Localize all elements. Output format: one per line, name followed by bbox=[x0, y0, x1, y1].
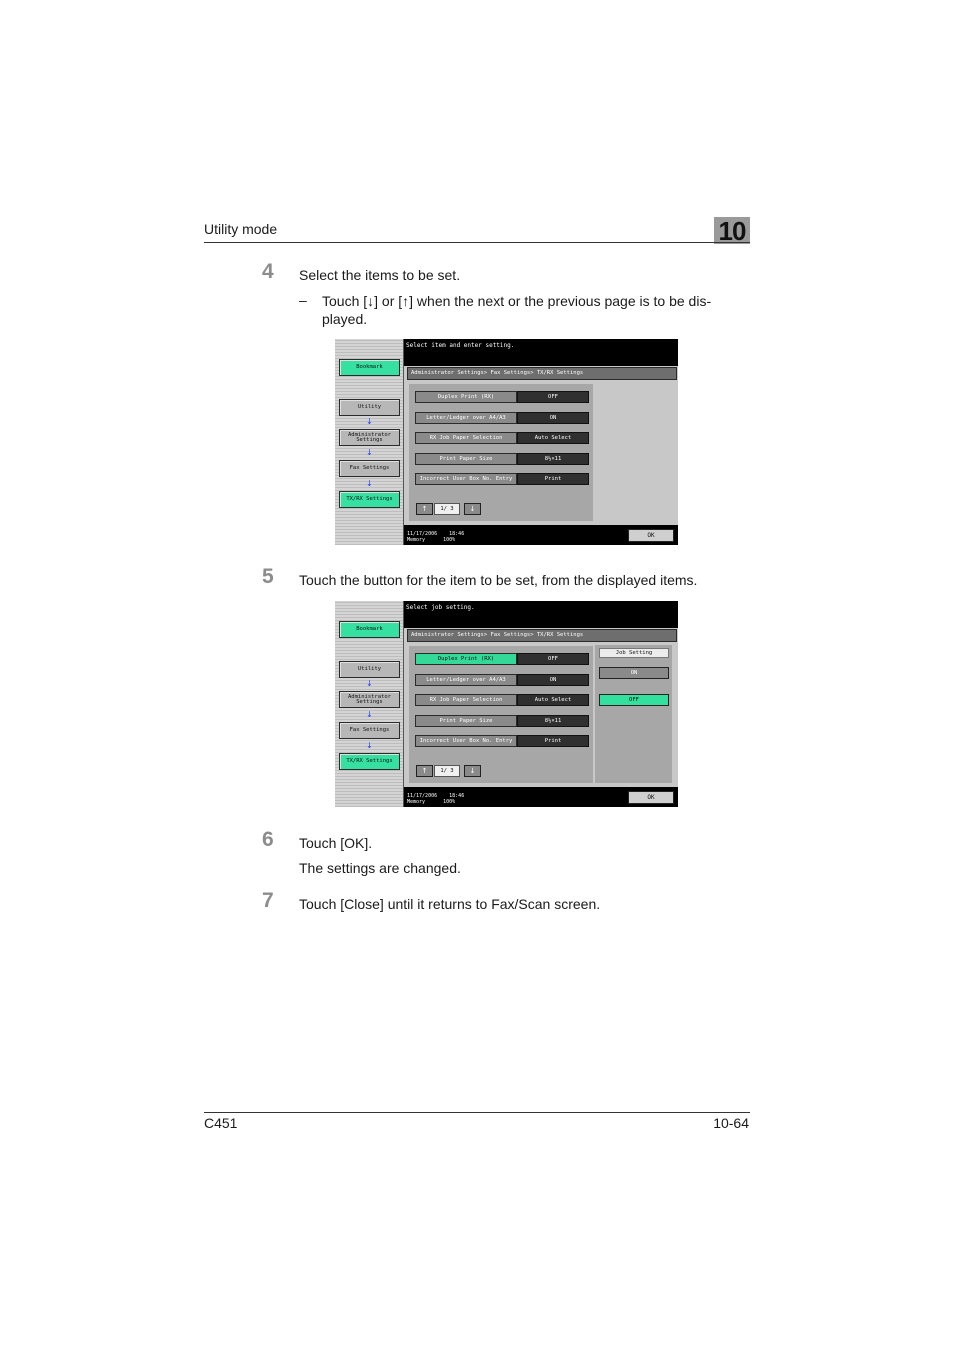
footer-model: C451 bbox=[204, 1115, 238, 1131]
bookmark-button[interactable]: Bookmark bbox=[339, 359, 400, 376]
down-arrow-icon: ↓ bbox=[366, 710, 373, 719]
rx-job-paper-value: Auto Select bbox=[517, 432, 589, 444]
rx-job-paper-value: Auto Select bbox=[517, 694, 589, 706]
incorrect-user-box-value: Print bbox=[517, 735, 589, 747]
tx-rx-settings-button[interactable]: TX/RX Settings bbox=[339, 491, 400, 508]
settings-list bbox=[409, 646, 593, 783]
job-setting-panel bbox=[595, 645, 672, 783]
incorrect-user-box-button[interactable]: Incorrect User Box No. Entry bbox=[415, 473, 517, 485]
print-paper-size-value: 8½×11 bbox=[517, 453, 589, 465]
fax-settings-button[interactable]: Fax Settings bbox=[339, 460, 400, 477]
status-date: 11/17/2006 bbox=[407, 793, 438, 799]
message-bar: Select item and enter setting. bbox=[404, 339, 678, 366]
job-setting-title: Job Setting bbox=[599, 648, 669, 658]
page-up-button[interactable]: ↑ bbox=[416, 503, 433, 515]
status-time: 18:46 bbox=[449, 531, 465, 537]
down-arrow-icon: ↓ bbox=[366, 679, 373, 688]
print-paper-size-button[interactable]: Print Paper Size bbox=[415, 453, 517, 465]
print-paper-size-value: 8½×11 bbox=[517, 715, 589, 727]
administrator-settings-button[interactable]: Administrator Settings bbox=[339, 429, 400, 446]
step-6-result: The settings are changed. bbox=[299, 860, 461, 876]
tx-rx-settings-button[interactable]: TX/RX Settings bbox=[339, 753, 400, 770]
job-setting-off-button[interactable]: OFF bbox=[599, 694, 669, 706]
down-arrow-icon: ↓ bbox=[366, 417, 373, 426]
step-4-dash: – bbox=[299, 292, 307, 308]
duplex-print-rx-button[interactable]: Duplex Print (RX) bbox=[415, 391, 517, 403]
chapter-number: 10 bbox=[714, 217, 750, 246]
status-memory-value: 100% bbox=[443, 799, 456, 805]
settings-list bbox=[409, 384, 593, 521]
header-rule bbox=[204, 242, 750, 243]
ok-button[interactable]: OK bbox=[628, 791, 674, 804]
rx-job-paper-button[interactable]: RX Job Paper Selection bbox=[415, 432, 517, 444]
page-down-button[interactable]: ↓ bbox=[464, 503, 481, 515]
letter-ledger-value: ON bbox=[517, 674, 589, 686]
running-header: Utility mode bbox=[204, 221, 278, 237]
status-time: 18:46 bbox=[449, 793, 465, 799]
ok-button[interactable]: OK bbox=[628, 529, 674, 542]
step-7-text: Touch [Close] until it returns to Fax/Sc… bbox=[299, 896, 601, 912]
status-bar: 11/17/2006 18:46 Memory 100% bbox=[404, 787, 624, 807]
step-4-number: 4 bbox=[262, 260, 274, 283]
page-indicator: 1/ 3 bbox=[434, 765, 460, 777]
bookmark-button[interactable]: Bookmark bbox=[339, 621, 400, 638]
duplex-print-rx-button[interactable]: Duplex Print (RX) bbox=[415, 653, 517, 665]
letter-ledger-button[interactable]: Letter/Ledger over A4/A3 bbox=[415, 412, 517, 424]
status-memory-label: Memory bbox=[407, 799, 426, 805]
letter-ledger-value: ON bbox=[517, 412, 589, 424]
page-indicator: 1/ 3 bbox=[434, 503, 460, 515]
down-arrow-icon: ↓ bbox=[366, 479, 373, 488]
duplex-print-rx-value: OFF bbox=[517, 391, 589, 403]
breadcrumb: Administrator Settings> Fax Settings> TX… bbox=[407, 629, 677, 642]
incorrect-user-box-button[interactable]: Incorrect User Box No. Entry bbox=[415, 735, 517, 747]
administrator-settings-button[interactable]: Administrator Settings bbox=[339, 691, 400, 708]
status-memory-value: 100% bbox=[443, 537, 456, 543]
utility-button[interactable]: Utility bbox=[339, 399, 400, 416]
print-paper-size-button[interactable]: Print Paper Size bbox=[415, 715, 517, 727]
job-setting-on-button[interactable]: ON bbox=[599, 667, 669, 679]
down-arrow-icon: ↓ bbox=[366, 448, 373, 457]
step-6-number: 6 bbox=[262, 828, 274, 851]
step-7-number: 7 bbox=[262, 889, 274, 912]
step-6-text: Touch [OK]. bbox=[299, 835, 373, 851]
step-4-subtext: Touch [↓] or [↑] when the next or the pr… bbox=[322, 293, 712, 327]
utility-button[interactable]: Utility bbox=[339, 661, 400, 678]
screenshot-job-setting: Bookmark Utility ↓ Administrator Setting… bbox=[335, 601, 678, 807]
step-5-number: 5 bbox=[262, 565, 274, 588]
message-bar: Select job setting. bbox=[404, 601, 678, 628]
footer-page-number: 10-64 bbox=[713, 1115, 749, 1131]
rx-job-paper-button[interactable]: RX Job Paper Selection bbox=[415, 694, 517, 706]
step-5-text: Touch the button for the item to be set,… bbox=[299, 572, 698, 588]
down-arrow-icon: ↓ bbox=[366, 741, 373, 750]
duplex-print-rx-value: OFF bbox=[517, 653, 589, 665]
status-memory-label: Memory bbox=[407, 537, 426, 543]
status-date: 11/17/2006 bbox=[407, 531, 438, 537]
incorrect-user-box-value: Print bbox=[517, 473, 589, 485]
page-down-button[interactable]: ↓ bbox=[464, 765, 481, 777]
letter-ledger-button[interactable]: Letter/Ledger over A4/A3 bbox=[415, 674, 517, 686]
status-bar: 11/17/2006 18:46 Memory 100% bbox=[404, 525, 624, 545]
screenshot-select-item: Bookmark Utility ↓ Administrator Setting… bbox=[335, 339, 678, 545]
step-4-text: Select the items to be set. bbox=[299, 267, 461, 283]
fax-settings-button[interactable]: Fax Settings bbox=[339, 722, 400, 739]
page-up-button[interactable]: ↑ bbox=[416, 765, 433, 777]
breadcrumb: Administrator Settings> Fax Settings> TX… bbox=[407, 367, 677, 380]
footer-rule bbox=[204, 1112, 750, 1113]
